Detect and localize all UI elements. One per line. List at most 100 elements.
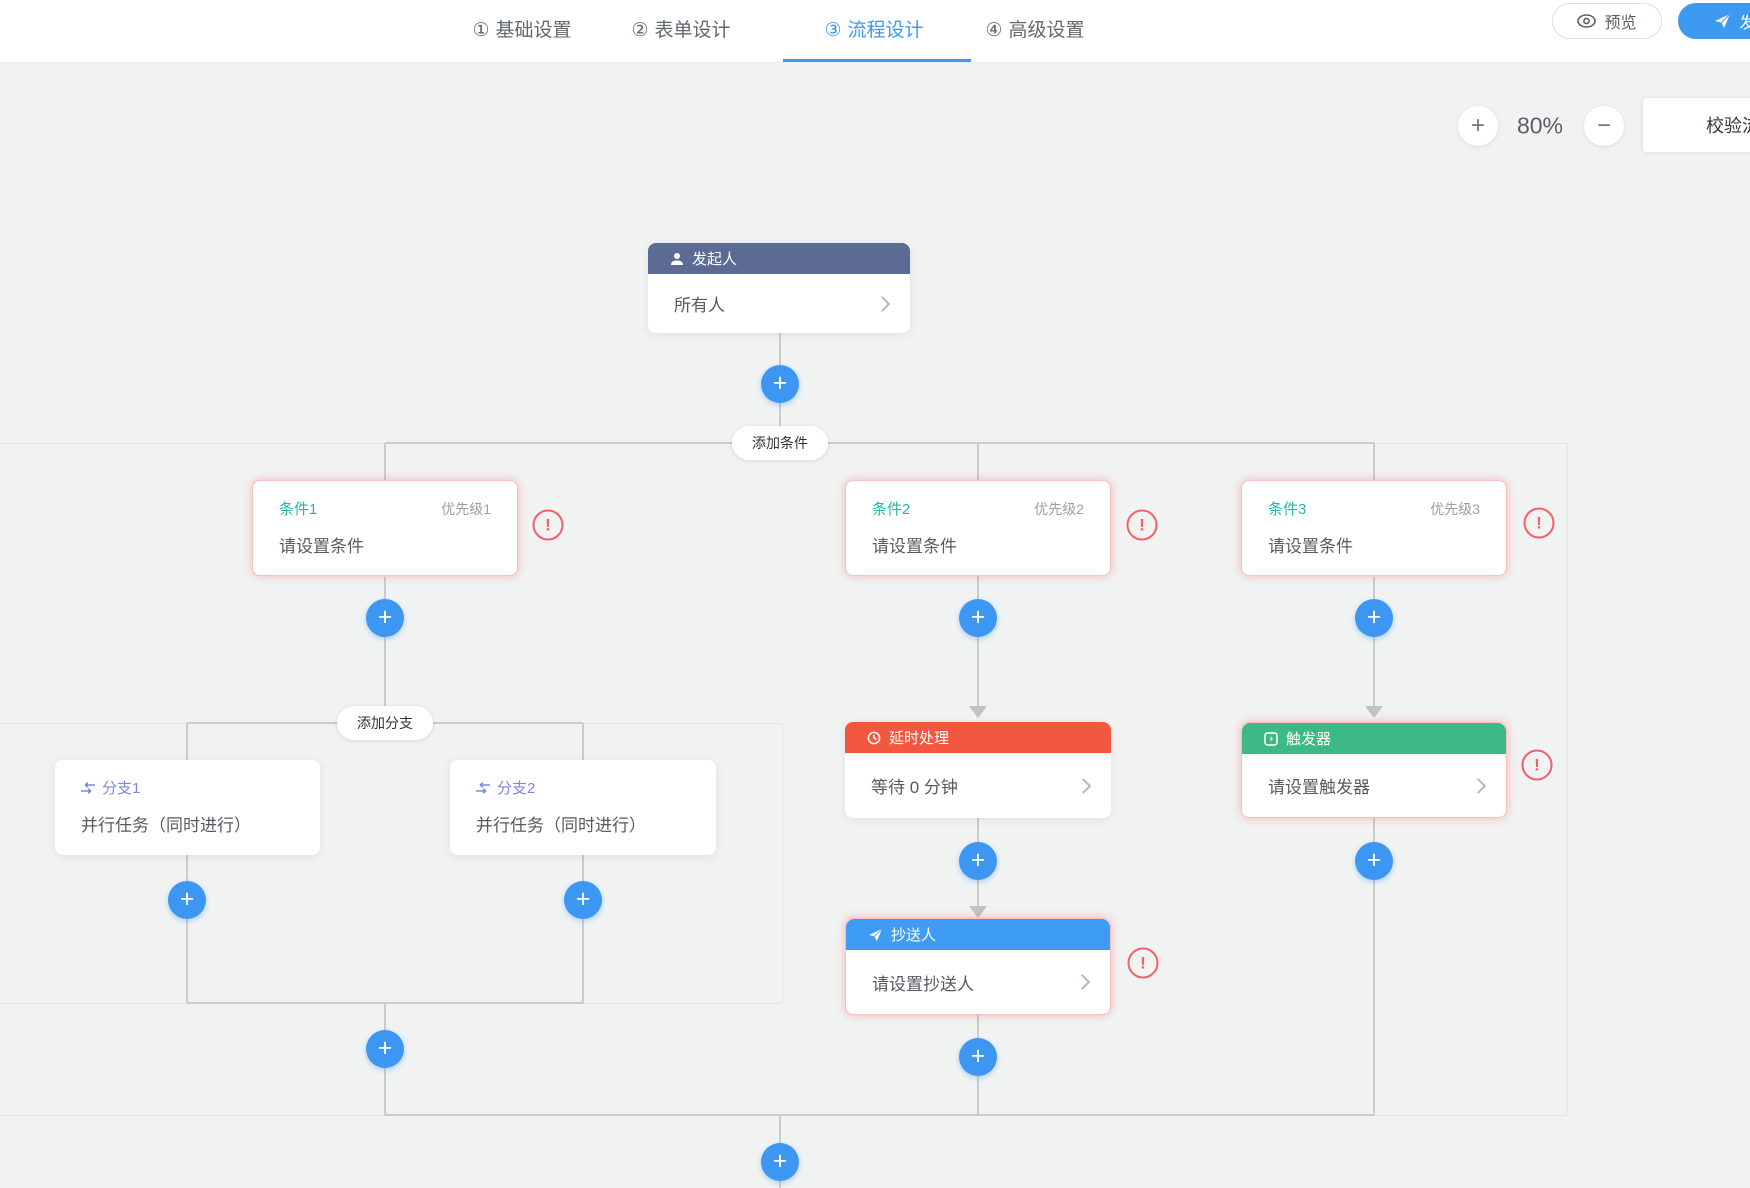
zoom-in-button[interactable]: + — [1458, 106, 1498, 146]
branch-title: 分支1 — [102, 780, 141, 797]
tab-label: 表单设计 — [654, 20, 731, 41]
start-node-title: 发起人 — [692, 251, 738, 268]
add-condition-label: 添加条件 — [752, 435, 808, 451]
delay-node-value: 等待 0 分钟 — [871, 778, 958, 797]
branch-title: 分支2 — [497, 780, 536, 797]
trigger-node[interactable]: 触发器 请设置触发器 — [1241, 722, 1507, 818]
zoom-out-glyph: − — [1596, 112, 1611, 139]
condition-node-3[interactable]: 条件3 优先级3 请设置条件 — [1241, 480, 1507, 576]
chevron-right-icon — [1074, 974, 1091, 990]
warning-icon: ! — [532, 509, 564, 541]
zoom-out-button[interactable]: − — [1584, 106, 1624, 146]
start-node-value: 所有人 — [674, 296, 725, 315]
condition-title: 条件1 — [279, 501, 318, 518]
add-branch-button[interactable]: 添加分支 — [337, 706, 433, 740]
start-node-header: 发起人 — [648, 243, 910, 274]
preview-button[interactable]: 预览 — [1552, 3, 1662, 39]
publish-button[interactable]: 发布 — [1678, 3, 1750, 39]
paper-plane-icon — [1715, 13, 1731, 28]
delay-node-header: 延时处理 — [845, 722, 1111, 753]
condition-priority: 优先级3 — [1430, 500, 1480, 517]
validate-label: 校验流程 — [1706, 116, 1750, 136]
active-tab-underline — [783, 59, 971, 62]
condition-title: 条件3 — [1268, 501, 1307, 518]
add-node-button[interactable]: + — [761, 365, 799, 403]
connector-line — [385, 1114, 1374, 1116]
trigger-node-body: 请设置触发器 — [1242, 754, 1506, 817]
tab-number: ② — [631, 20, 649, 41]
connector-line — [186, 855, 188, 1003]
trigger-node-value: 请设置触发器 — [1268, 778, 1370, 797]
exclamation-glyph: ! — [1139, 515, 1145, 534]
condition-node-2[interactable]: 条件2 优先级2 请设置条件 — [845, 480, 1111, 576]
person-icon — [671, 252, 683, 265]
add-node-button[interactable]: + — [1355, 842, 1393, 880]
container-border — [583, 723, 782, 724]
condition-value: 请设置条件 — [279, 537, 364, 556]
add-node-button[interactable]: + — [959, 1038, 997, 1076]
arrowhead-icon — [1365, 706, 1383, 718]
warning-icon: ! — [1523, 507, 1555, 539]
zoom-in-glyph: + — [1470, 112, 1485, 139]
delay-node-title: 延时处理 — [889, 730, 950, 747]
plus-icon: + — [179, 885, 195, 913]
parallel-icon — [476, 781, 490, 794]
add-branch-label: 添加分支 — [357, 715, 413, 731]
exclamation-glyph: ! — [1536, 513, 1542, 532]
cc-node-body: 请设置抄送人 — [846, 950, 1110, 1014]
add-node-button[interactable]: + — [761, 1143, 799, 1181]
delay-node-body: 等待 0 分钟 — [845, 753, 1111, 818]
add-node-button[interactable]: + — [959, 599, 997, 637]
add-node-button[interactable]: + — [366, 1030, 404, 1068]
connector-line — [1373, 818, 1375, 1115]
plus-icon: + — [575, 885, 591, 913]
zoom-level: 80% — [1516, 112, 1564, 139]
arrowhead-icon — [969, 706, 987, 718]
trigger-icon — [1264, 731, 1278, 746]
delay-node[interactable]: 延时处理 等待 0 分钟 — [845, 722, 1111, 818]
branch-node-2[interactable]: 分支2 并行任务（同时进行） — [450, 760, 716, 855]
tab-label: 基础设置 — [495, 20, 572, 41]
branch-node-1[interactable]: 分支1 并行任务（同时进行） — [55, 760, 320, 855]
cc-node[interactable]: 抄送人 请设置抄送人 — [845, 918, 1111, 1015]
connector-line — [1373, 443, 1375, 480]
add-node-button[interactable]: + — [959, 842, 997, 880]
connector-line — [384, 577, 386, 723]
tab-label: 高级设置 — [1008, 20, 1085, 41]
add-condition-button[interactable]: 添加条件 — [732, 426, 828, 460]
container-border — [0, 443, 385, 444]
add-node-button[interactable]: + — [564, 881, 602, 919]
plus-icon: + — [772, 369, 788, 397]
add-node-button[interactable]: + — [366, 599, 404, 637]
tab-number: ③ — [824, 20, 842, 41]
plus-icon: + — [970, 846, 986, 874]
warning-icon: ! — [1521, 749, 1553, 781]
container-border — [0, 1003, 187, 1004]
exclamation-glyph: ! — [545, 515, 551, 534]
container-border — [583, 1003, 782, 1004]
publish-label: 发布 — [1739, 15, 1750, 32]
validate-flow-button[interactable]: 校验流程 — [1642, 97, 1750, 153]
condition-priority: 优先级2 — [1034, 500, 1084, 517]
condition-priority: 优先级1 — [441, 500, 491, 517]
add-node-button[interactable]: + — [168, 881, 206, 919]
connector-line — [582, 723, 584, 760]
container-border — [0, 723, 187, 724]
connector-line — [186, 723, 188, 760]
connector-line — [385, 442, 1374, 444]
container-border — [1374, 443, 1567, 444]
arrowhead-icon — [969, 906, 987, 918]
condition-node-1[interactable]: 条件1 优先级1 请设置条件 — [252, 480, 518, 576]
add-node-button[interactable]: + — [1355, 599, 1393, 637]
plus-icon: + — [970, 1042, 986, 1070]
plus-icon: + — [377, 603, 393, 631]
connector-line — [1373, 577, 1375, 706]
start-node[interactable]: 发起人 所有人 — [648, 243, 910, 333]
tab-label: 流程设计 — [847, 20, 924, 41]
